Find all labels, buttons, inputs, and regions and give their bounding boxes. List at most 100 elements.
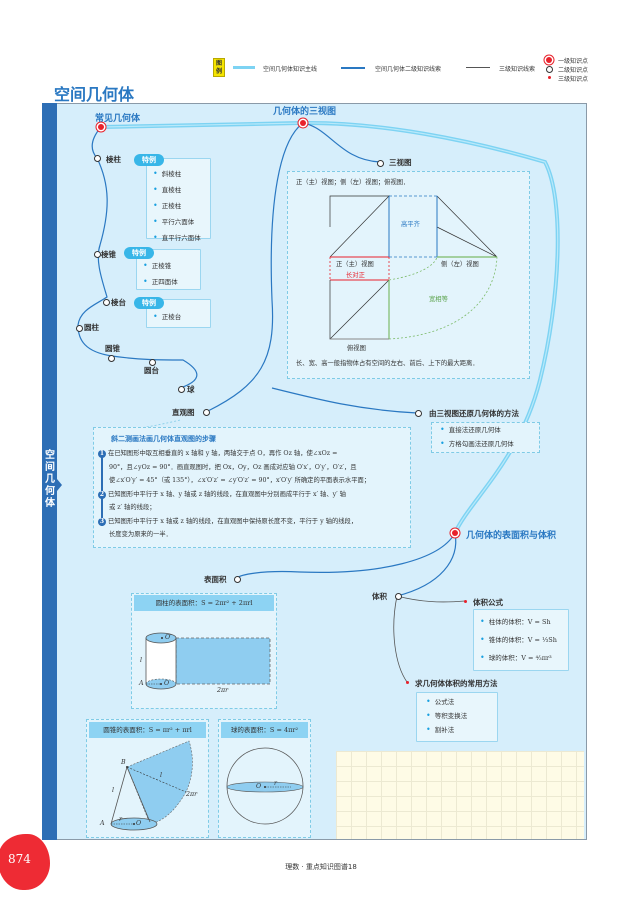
notes-grid[interactable] (336, 751, 584, 839)
cone-formula: 圆锥的表面积：S = πr² + πrl (89, 722, 206, 738)
step-text: 已知图形中平行于 x 轴、y 轴或 z 轴的线段，在直观图中分别画成平行于 x′… (108, 490, 346, 498)
surface-branch (236, 532, 456, 579)
level2-point (108, 355, 115, 362)
label-O-prime: O′ (165, 634, 172, 641)
common-solids-branch (77, 126, 198, 389)
steps-rail (101, 454, 103, 526)
oblique-steps-box (93, 427, 411, 548)
node-surface[interactable]: 表面积 (204, 575, 227, 584)
node-surface-volume[interactable]: 几何体的表面积与体积 (466, 531, 557, 541)
node-common-solids[interactable]: 常见几何体 (95, 114, 141, 124)
label-width-rule: 宽相等 (429, 296, 448, 303)
intuitive-branch (207, 122, 304, 412)
label-l: l (160, 772, 163, 779)
list-item: 锥体的体积：V = ⅓Sh (480, 631, 557, 649)
step-text: 90°，且∠yOz = 90°．画直观图时，把 Ox，Oy，Oz 画成对应轴 O… (109, 463, 357, 471)
node-volume[interactable]: 体积 (372, 592, 387, 601)
list-item: 平行六面体 (153, 214, 201, 230)
label-length-rule: 长对正 (346, 272, 365, 279)
node-cone[interactable]: 圆锥 (105, 344, 120, 353)
node-frustum-cone[interactable]: 圆台 (144, 366, 159, 375)
special-tag: 特例 (134, 297, 164, 309)
level3-point-icon (548, 76, 551, 79)
node-volume-methods[interactable]: 求几何体体积的常用方法 (415, 679, 498, 688)
step-text: 已知图形中平行于 x 轴或 z 轴的线段，在直观图中保持原长度不变，平行于 y … (108, 517, 358, 525)
list-item: 直棱柱 (153, 182, 201, 198)
node-sphere[interactable]: 球 (187, 385, 195, 394)
page-title: 空间几何体 (54, 85, 135, 104)
legend-level1-point-label: 一级知识点 (558, 58, 589, 65)
level2-point (94, 251, 101, 258)
level1-point-three-views (300, 120, 306, 126)
node-cylinder[interactable]: 圆柱 (84, 323, 99, 332)
frustum-specials-list: 正棱台 (153, 309, 182, 325)
legend-main-line-swatch (233, 66, 255, 69)
label-O: O (136, 820, 142, 827)
volume-branch (396, 532, 457, 597)
node-prism[interactable]: 棱柱 (106, 155, 121, 164)
legend-tertiary-line-label: 三级知识线索 (499, 66, 536, 73)
step-number: 2 (98, 490, 106, 499)
side-notch (57, 479, 62, 491)
step-text: 或 z′ 轴的线段； (109, 504, 156, 511)
level2-point (76, 325, 83, 332)
list-item: 方格勾画法还原几何体 (440, 437, 514, 451)
label-2pi-r: 2πr (186, 791, 198, 798)
level2-point (149, 359, 156, 366)
restore-methods-list: 直接法还原几何体 方格勾画法还原几何体 (440, 423, 514, 451)
node-volume-formula[interactable]: 体积公式 (473, 598, 503, 607)
label-2pi-r: 2πr (217, 687, 229, 694)
oblique-steps: 1 在已知图形中取互相垂直的 x 轴和 y 轴，两轴交于点 O，再作 Oz 轴，… (98, 447, 370, 542)
label-r: r (119, 816, 123, 823)
list-item: 球的体积：V = ⁴⁄₃πr³ (480, 649, 557, 667)
list-item: 等积变换法 (426, 709, 468, 723)
sphere-formula: 球的表面积：S = 4πr² (221, 722, 308, 738)
label-A: A (100, 820, 105, 827)
node-restore[interactable]: 由三视图还原几何体的方法 (429, 409, 519, 418)
node-intuitive[interactable]: 直观图 (172, 408, 195, 417)
label-top-view: 俯视图 (347, 345, 366, 352)
three-views-branch (302, 122, 381, 163)
label-height-rule: 高平齐 (401, 221, 420, 228)
level2-point (395, 593, 402, 600)
side-bar (42, 103, 57, 840)
node-three-view[interactable]: 三视图 (389, 158, 412, 167)
list-item: 正四面体 (143, 274, 178, 290)
list-item: 正棱柱 (153, 198, 201, 214)
node-frustum[interactable]: 棱台 (111, 298, 126, 307)
prism-specials-list: 斜棱柱 直棱柱 正棱柱 平行六面体 直平行六面体 (153, 166, 201, 246)
volume-methods-list: 公式法 等积变换法 割补法 (426, 695, 468, 737)
list-item: 柱体的体积：V = Sh (480, 613, 557, 631)
step-number: 1 (98, 450, 106, 458)
list-item: 割补法 (426, 723, 467, 737)
restore-branch (271, 387, 418, 414)
page-number: 874 (8, 852, 31, 866)
legend-tertiary-line-swatch (466, 67, 490, 68)
level2-point (103, 299, 110, 306)
node-pyramid[interactable]: 棱锥 (101, 250, 116, 259)
special-tag: 特例 (134, 154, 164, 166)
three-views-box (287, 171, 530, 379)
label-r: r (274, 780, 278, 787)
page-number-badge (0, 834, 50, 890)
label-front-view: 正（主）视图 (336, 261, 374, 268)
level2-point (234, 576, 241, 583)
list-item: 正棱锥 (143, 258, 178, 274)
special-tag: 特例 (124, 247, 154, 259)
level2-point (377, 160, 384, 167)
list-item: 公式法 (426, 695, 467, 709)
level2-point (203, 409, 210, 416)
step-2: 2 已知图形中平行于 x 轴、y 轴或 z 轴的线段，在直观图中分别画成平行于 … (98, 488, 370, 515)
cylinder-formula: 圆柱的表面积：S = 2πr² + 2πrl (134, 595, 274, 611)
node-three-views[interactable]: 几何体的三视图 (273, 107, 337, 117)
three-views-footnote: 长、宽、高一般指物体占有空间的左右、前后、上下的最大距离． (296, 360, 479, 367)
legend-secondary-line-swatch (341, 67, 365, 69)
legend-level2-point-label: 二级知识点 (558, 67, 589, 74)
label-side-view: 侧（左）视图 (441, 261, 479, 268)
level3-point (406, 681, 409, 684)
list-item: 直接法还原几何体 (440, 423, 514, 437)
